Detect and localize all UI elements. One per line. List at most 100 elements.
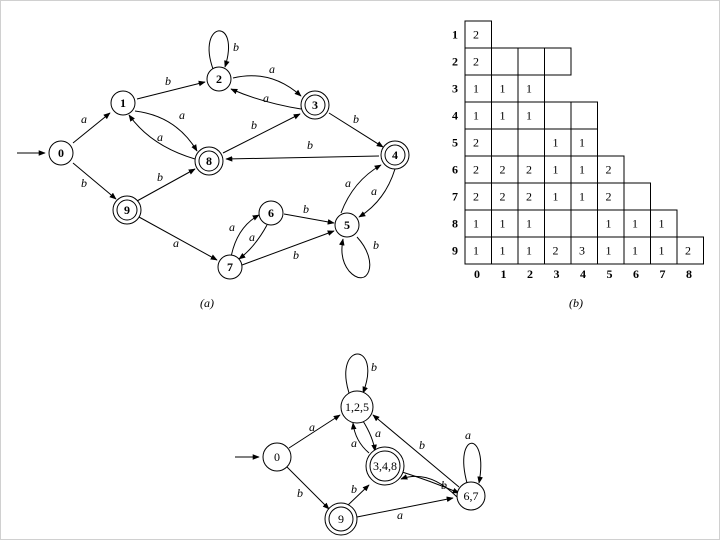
state-node: 0 bbox=[262, 442, 292, 472]
table-cell-value: 1 bbox=[526, 244, 532, 258]
edge-7-6 bbox=[230, 214, 260, 258]
table-col-label: 6 bbox=[633, 267, 639, 281]
edge-label: a bbox=[309, 420, 315, 434]
table-cell bbox=[544, 209, 572, 238]
state-node: 2 bbox=[206, 66, 232, 92]
edge-label: a bbox=[371, 184, 377, 198]
edge-6-5 bbox=[283, 213, 335, 225]
state-node: 1,2,5 bbox=[340, 390, 374, 424]
table-cell-value: 2 bbox=[526, 190, 532, 204]
table-cell-value: 3 bbox=[579, 244, 585, 258]
table-col-label: 7 bbox=[660, 267, 666, 281]
edge-4-5 bbox=[358, 168, 396, 218]
edge-label: b bbox=[293, 248, 299, 262]
table-cell-value: 1 bbox=[579, 136, 585, 150]
table-cell-value: 1 bbox=[473, 109, 479, 123]
table-cell bbox=[464, 20, 492, 49]
state-node: 7 bbox=[217, 254, 243, 280]
edge-label: b bbox=[81, 176, 87, 190]
state-node: 5 bbox=[334, 212, 360, 238]
table-cell bbox=[491, 128, 519, 157]
edge-label: a bbox=[345, 176, 351, 190]
table-cell-value: 1 bbox=[659, 244, 665, 258]
edge-c-0-9 bbox=[286, 466, 330, 510]
edge-label: a bbox=[157, 130, 163, 144]
edge-label: b bbox=[157, 170, 163, 184]
table-cell-value: 1 bbox=[606, 217, 612, 231]
edge-label: a bbox=[173, 236, 179, 250]
table-cell-value: 1 bbox=[473, 82, 479, 96]
edge-label: a bbox=[179, 108, 185, 122]
table-col-label: 4 bbox=[580, 267, 586, 281]
table-cell bbox=[464, 182, 492, 211]
edge-3-2 bbox=[230, 88, 302, 110]
edge-label: a bbox=[351, 436, 357, 450]
edge-1-2 bbox=[136, 80, 206, 100]
table-cell bbox=[623, 182, 651, 211]
table-cell-value: 2 bbox=[473, 136, 479, 150]
edge-label: b bbox=[353, 112, 359, 126]
accepting-state-node: 9 bbox=[112, 195, 142, 225]
svg-text:1: 1 bbox=[120, 96, 126, 110]
svg-text:6: 6 bbox=[268, 206, 274, 220]
table-cell bbox=[623, 209, 651, 238]
edge-c-125-348 bbox=[362, 420, 377, 452]
edge-label: a bbox=[249, 230, 255, 244]
table-col-label: 8 bbox=[686, 267, 692, 281]
caption-a: (a) bbox=[200, 296, 214, 310]
edge-8-3 bbox=[222, 113, 301, 154]
state-node: 1 bbox=[110, 90, 136, 116]
edge-c-9-67 bbox=[356, 496, 454, 518]
table-row-label: 1 bbox=[452, 28, 458, 42]
edge-c-0-125 bbox=[288, 414, 341, 449]
edge-label: a bbox=[465, 428, 471, 442]
accepting-state-node: 8 bbox=[194, 146, 224, 176]
edge-label: b bbox=[441, 478, 447, 492]
table-cell bbox=[517, 47, 545, 76]
edge-5-4 bbox=[340, 164, 382, 214]
edge-4-8 bbox=[225, 155, 380, 162]
caption-b: (b) bbox=[569, 296, 583, 310]
table-cell bbox=[570, 128, 598, 157]
table-col-label: 1 bbox=[501, 267, 507, 281]
edge-2-2 bbox=[208, 30, 230, 70]
table-cell bbox=[517, 236, 545, 265]
table-col-label: 3 bbox=[554, 267, 560, 281]
table-cell bbox=[517, 209, 545, 238]
edge-label: a bbox=[269, 62, 275, 76]
table-row-label: 8 bbox=[452, 217, 458, 231]
edge-c-348-125 bbox=[350, 422, 370, 454]
edge-7-5 bbox=[241, 230, 335, 266]
edge-label: b bbox=[351, 482, 357, 496]
table-row-label: 2 bbox=[452, 55, 458, 69]
accepting-state-node: 4 bbox=[380, 140, 410, 170]
edge-label: b bbox=[233, 40, 239, 54]
svg-text:2: 2 bbox=[216, 72, 222, 86]
table-cell bbox=[517, 101, 545, 130]
table-cell bbox=[650, 236, 678, 265]
svg-text:0: 0 bbox=[58, 146, 64, 160]
table-cell-value: 2 bbox=[500, 163, 506, 177]
accepting-state-node: 3,4,8 bbox=[365, 446, 405, 486]
table-cell-value: 1 bbox=[632, 217, 638, 231]
table-cell-value: 1 bbox=[526, 109, 532, 123]
svg-text:3,4,8: 3,4,8 bbox=[373, 459, 397, 473]
edge-5-5 bbox=[339, 236, 371, 279]
edge-c-125-125 bbox=[345, 353, 369, 394]
edge-label: a bbox=[375, 426, 381, 440]
edge-0-1 bbox=[72, 112, 111, 144]
table-cell-value: 1 bbox=[553, 163, 559, 177]
table-cell-value: 1 bbox=[473, 244, 479, 258]
accepting-state-node: 9 bbox=[324, 502, 358, 536]
table-cell bbox=[544, 47, 572, 76]
table-cell-value: 2 bbox=[526, 163, 532, 177]
svg-text:9: 9 bbox=[338, 512, 344, 526]
table-cell-value: 1 bbox=[579, 163, 585, 177]
edge-c-9-348 bbox=[346, 484, 370, 507]
table-cell-value: 2 bbox=[473, 190, 479, 204]
svg-text:6,7: 6,7 bbox=[464, 489, 479, 503]
edge-9-8 bbox=[136, 168, 196, 202]
table-cell-value: 2 bbox=[606, 163, 612, 177]
table-cell bbox=[597, 155, 625, 184]
edge-3-4 bbox=[328, 112, 384, 148]
